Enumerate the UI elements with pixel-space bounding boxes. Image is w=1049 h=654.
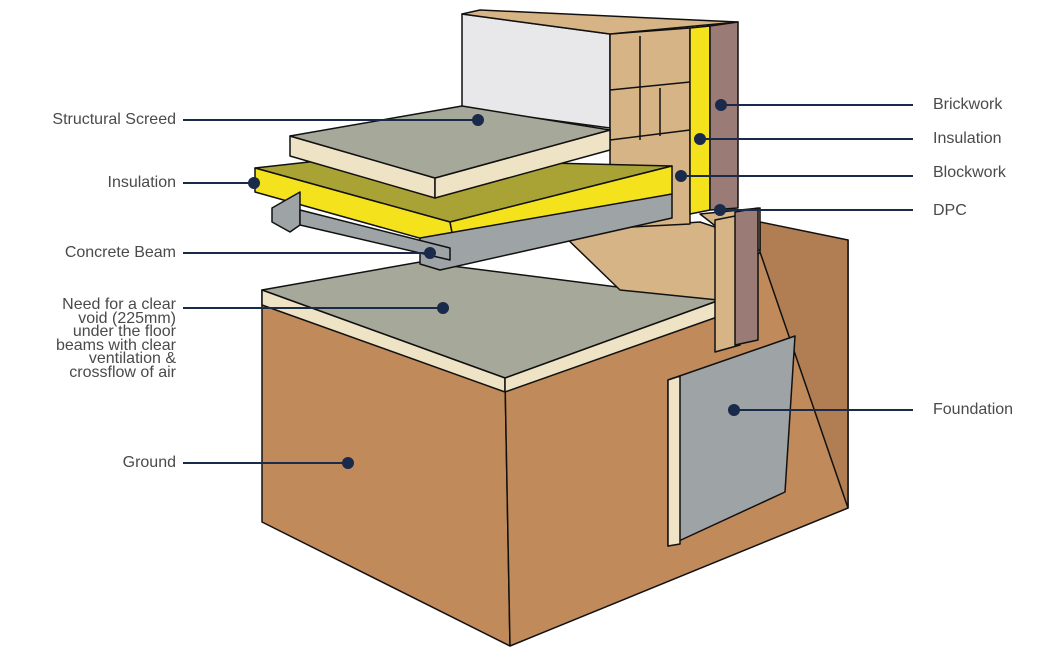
label-void-note: Need for a clear void (225mm) under the … <box>55 296 176 381</box>
brickwork-upper <box>709 21 739 211</box>
beam-left-run <box>299 209 451 261</box>
label-concrete-beam: Concrete Beam <box>64 244 176 261</box>
beam-left <box>271 191 301 233</box>
label-foundation: Foundation <box>933 401 1014 418</box>
label-dpc: DPC <box>933 202 967 219</box>
label-structural-screed: Structural Screed <box>52 111 176 128</box>
beam-front <box>419 193 673 271</box>
label-blockwork: Blockwork <box>933 164 1006 181</box>
label-ground: Ground <box>122 454 176 471</box>
label-insulation-wall: Insulation <box>933 130 1002 147</box>
label-brickwork: Brickwork <box>933 96 1003 113</box>
wall-insulation <box>689 25 711 215</box>
foundation-cream <box>667 375 681 547</box>
outer-leaf-lower <box>734 207 759 346</box>
screed-top <box>289 105 611 179</box>
inner-leaf-lower <box>714 214 741 353</box>
label-insulation-floor: Insulation <box>107 174 177 191</box>
wall-top-cap <box>461 9 739 35</box>
